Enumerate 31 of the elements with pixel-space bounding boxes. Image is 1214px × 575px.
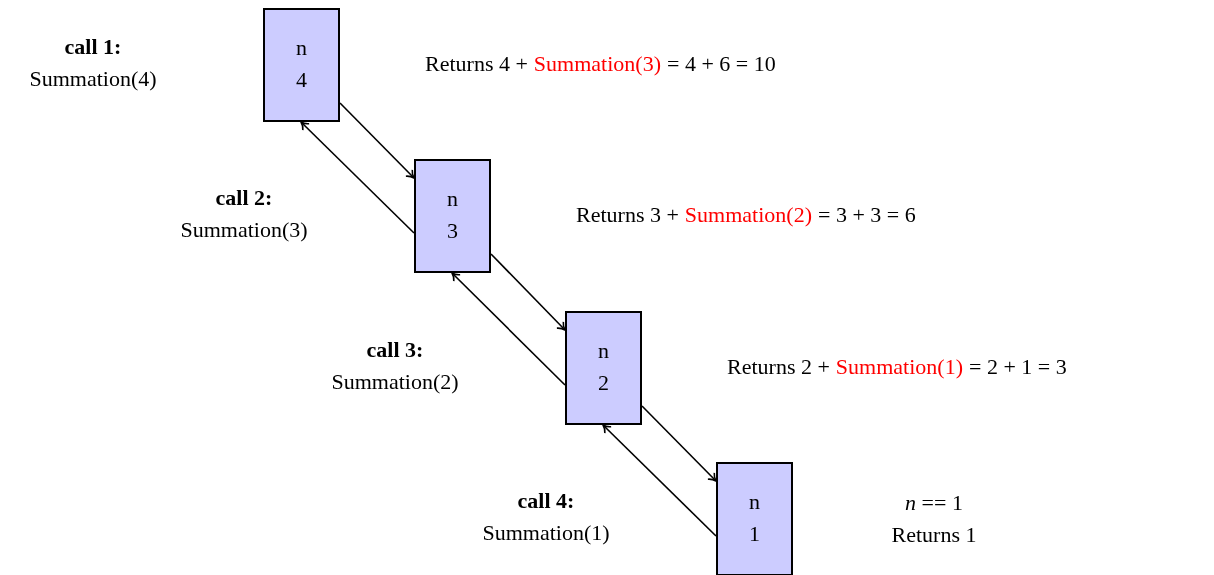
box-text: n	[296, 34, 307, 62]
box-text: 3	[447, 217, 458, 245]
variable-box	[565, 311, 642, 425]
return-text: Returns 3 +	[576, 201, 679, 229]
call-label: call 2:	[215, 184, 273, 212]
recursive-call-text: Summation(3)	[533, 50, 661, 78]
variable-box	[263, 8, 340, 122]
call-expression: Summation(1)	[482, 519, 610, 547]
return-text: = 4 + 6 = 10	[666, 50, 776, 78]
box-text: n	[749, 488, 760, 516]
call-label: call 3:	[366, 336, 424, 364]
variable-box	[414, 159, 491, 273]
call-label: call 1:	[64, 33, 122, 61]
box-text: 4	[296, 66, 307, 94]
box-text: n	[598, 337, 609, 365]
return-text: Returns 1	[891, 521, 977, 549]
recursive-call-text: Summation(2)	[684, 201, 812, 229]
box-text: 1	[749, 520, 760, 548]
box-text: n	[447, 185, 458, 213]
return-text: Returns 4 +	[425, 50, 528, 78]
call-expression: Summation(4)	[29, 65, 157, 93]
call-expression: Summation(3)	[180, 216, 308, 244]
return-text: = 3 + 3 = 6	[817, 201, 916, 229]
return-text: Returns 2 +	[727, 353, 830, 381]
return-text: = 2 + 1 = 3	[968, 353, 1067, 381]
base-case-condition: n == 1	[905, 489, 963, 517]
variable-box	[716, 462, 793, 575]
call-label: call 4:	[517, 487, 575, 515]
call-expression: Summation(2)	[331, 368, 459, 396]
recursive-call-text: Summation(1)	[835, 353, 963, 381]
box-text: 2	[598, 369, 609, 397]
